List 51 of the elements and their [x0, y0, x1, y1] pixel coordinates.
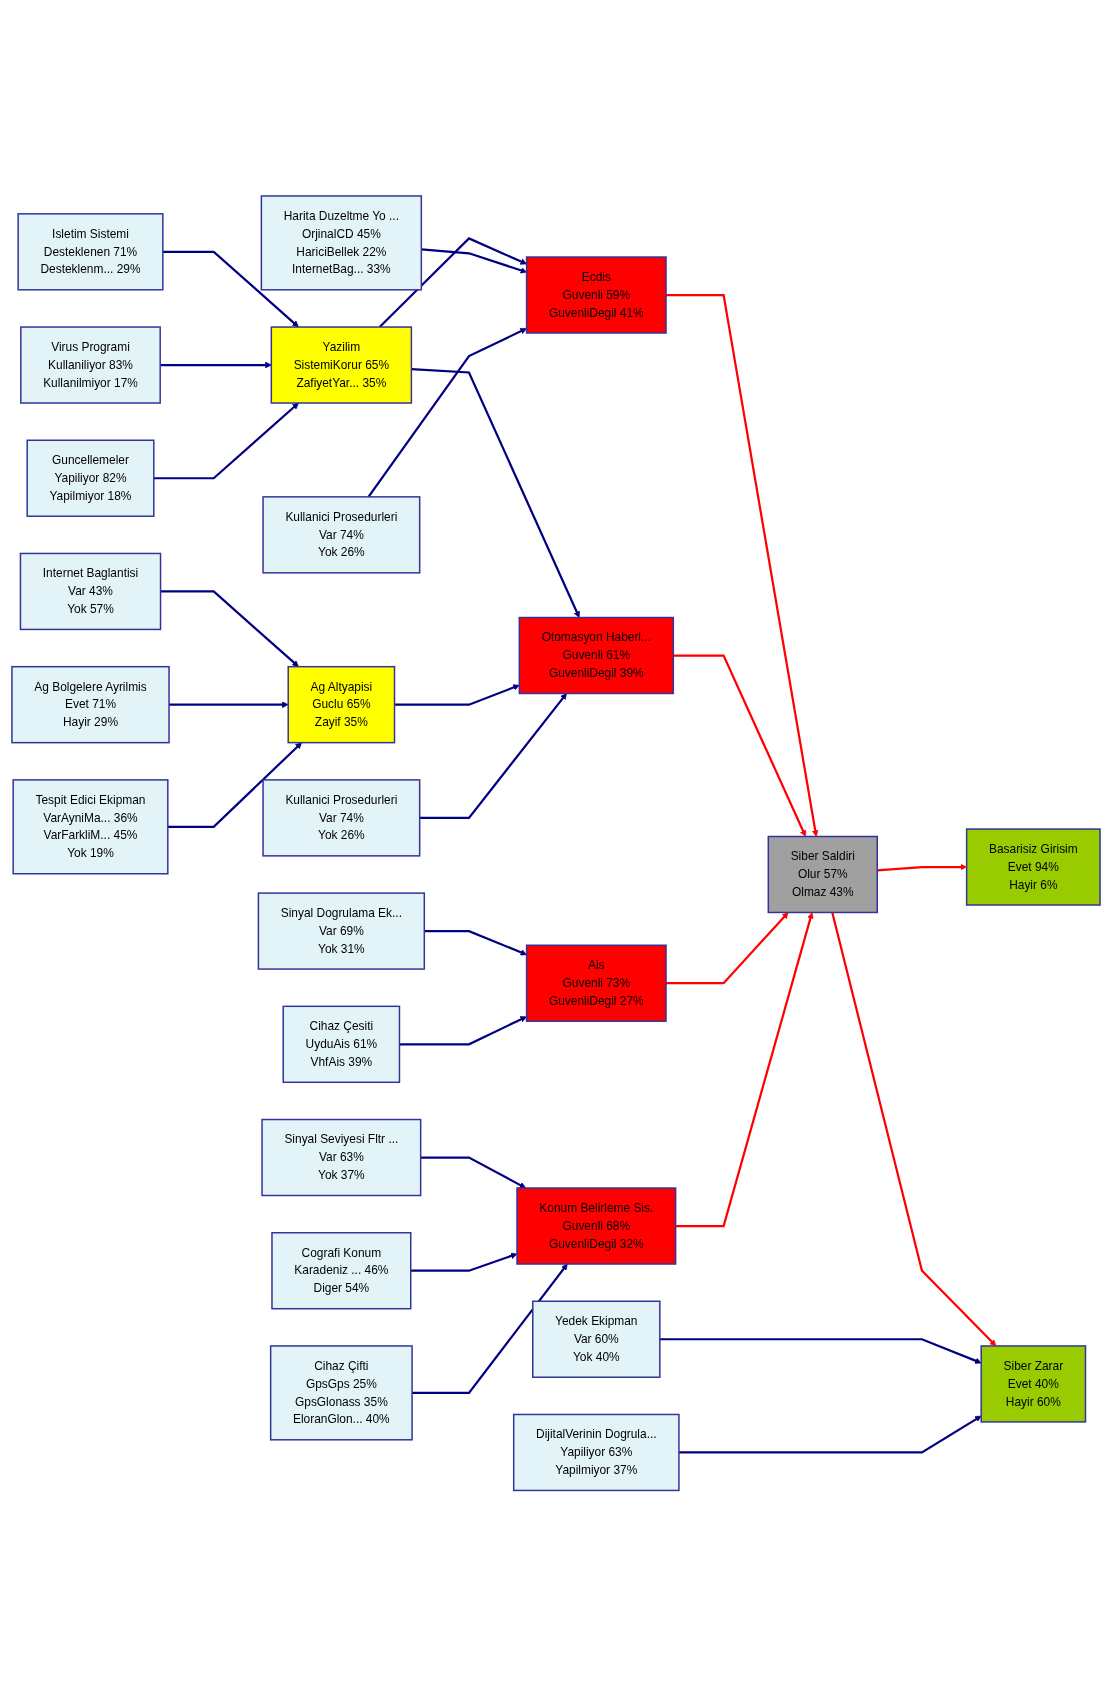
arrow: [162, 250, 299, 328]
arrow: [167, 742, 302, 828]
node-box: [965, 828, 1101, 906]
node-box: [12, 778, 169, 875]
arrow: [160, 361, 272, 369]
arrow: [160, 590, 299, 667]
arrow: [412, 1263, 568, 1394]
arrow: [367, 327, 527, 498]
node-box: [767, 835, 878, 913]
arrow: [678, 1415, 982, 1454]
arrow: [169, 701, 289, 708]
arrow: [153, 402, 299, 480]
node-box: [518, 616, 675, 695]
node-box: [512, 1413, 680, 1491]
node-box: [261, 1118, 422, 1197]
arrow: [831, 912, 997, 1347]
arrow: [411, 367, 580, 618]
node-box: [19, 552, 162, 630]
node-box: [287, 665, 396, 744]
arrow: [421, 248, 527, 274]
arrow: [673, 654, 807, 837]
node-box: [262, 495, 421, 574]
node-box: [20, 326, 161, 404]
arrow: [666, 911, 789, 985]
arrow: [877, 863, 967, 872]
arrow: [666, 293, 819, 837]
node-box: [980, 1345, 1087, 1423]
node-box: [516, 1187, 677, 1265]
node-box: [271, 1231, 412, 1310]
node-box: [525, 944, 667, 1022]
node-box: [532, 1300, 661, 1378]
arrow: [394, 684, 520, 706]
arrow: [424, 929, 527, 956]
node-box: [270, 326, 413, 404]
node-box: [17, 212, 164, 291]
node-box: [262, 778, 421, 857]
arrow: [399, 1016, 527, 1046]
node-box: [26, 439, 155, 517]
arrow: [420, 1156, 527, 1189]
node-box: [11, 665, 170, 744]
arrow: [419, 693, 567, 819]
node-box: [269, 1345, 413, 1441]
arrow: [410, 1252, 518, 1272]
arrow: [675, 911, 814, 1227]
node-box: [525, 256, 667, 334]
network-diagram: Harita Duzeltme Yo ... OrjinalCD 45% HariciBellek 22% InternetBag... 33% Isletim Sistemi Desteklenen 71% Desteklenm... 29% Ecdis Guvenli 59% GuvenliDegil 41% Virus Programi Kullaniliyor 83% Kullanilmiyor 17% Yazilim SistemiKorur 65% ZafiyetYar... 35% Guncellemeler Yapiliyor 82% Yapilmiyor 18% Kullanici Prosedurleri Var 74% Yok 26% Internet Baglantisi Var 43% Yok 57% Otomasyon Haberl... Guvenli 61% GuvenliDegil 39% Ag Bolgelere Ayrilmis Evet 71% Hayir 29% Ag Altyapisi Guclu 65% Zayif 35% Tespit Edici Ekipman VarAyniMa... 36% VarFarkliM... 45% Yok 19% Kullanici Prosedurleri Var 74% Yok 26% Siber Saldiri Olur 57% Olmaz 43% Basarisiz Girisim Evet 94% Hayir 6% Sinyal Dogrulama Ek... Var 69% Yok 31% Ais Guvenli 73% GuvenliDegil 27% Cihaz Çesiti UyduAis 61% VhfAis 39% Sinyal Seviyesi Fltr ... Var 63% Yok 37% Konum Belirleme Sis. Guvenli 68% GuvenliDegil 32% Cografi Konum Karadeniz ... 46% Diger 54% Yedek Ekipman Var 60% Yok 40% Cihaz Çifti GpsGps 25% GpsGlonass 35% EloranGlon... 40% Siber Zarar Evet 40% Hayir 60% DijitalVerinin Dogrula... Yapiliyor 63% Yapilmiyor 37%: [6, 189, 1106, 1497]
node-box: [282, 1005, 401, 1083]
node-box: [260, 195, 423, 291]
arrow: [659, 1337, 982, 1364]
node-box: [257, 892, 426, 970]
arrow: [378, 236, 527, 328]
